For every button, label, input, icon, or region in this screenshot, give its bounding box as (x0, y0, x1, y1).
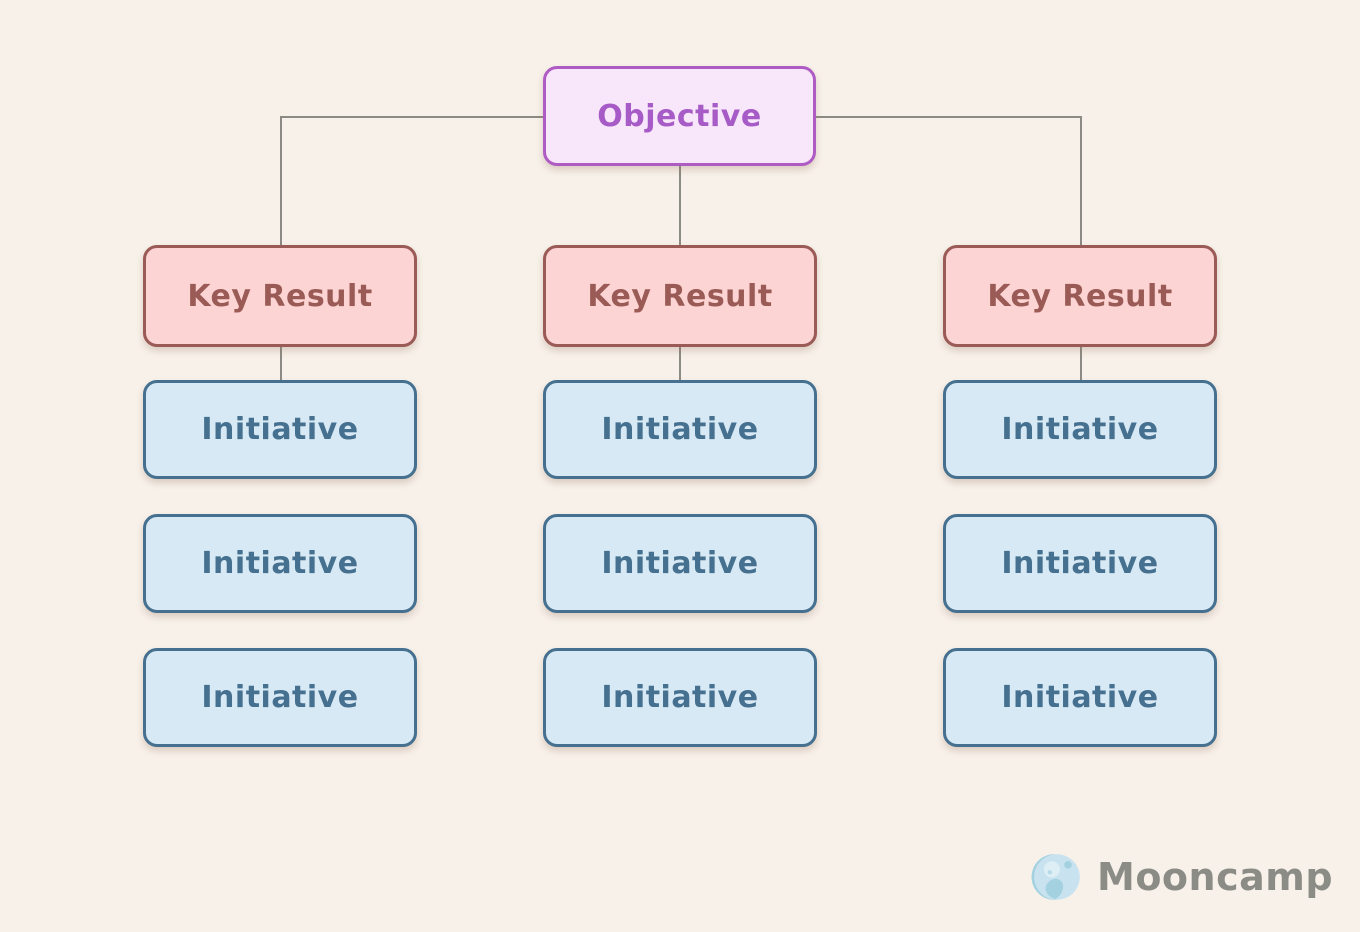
connector-objective-to-middle-kr-vertical (679, 166, 681, 245)
connector-middle-kr-to-initiative (679, 347, 681, 380)
initiative-box: Initiative (943, 648, 1217, 747)
connector-objective-to-left-kr-vertical (280, 116, 282, 245)
key-result-box: Key Result (543, 245, 817, 347)
initiative-label: Initiative (601, 680, 759, 715)
initiative-label: Initiative (601, 546, 759, 581)
initiative-label: Initiative (201, 412, 359, 447)
moon-icon (1030, 850, 1084, 904)
initiative-label: Initiative (1001, 680, 1159, 715)
initiative-box: Initiative (143, 380, 417, 479)
connector-objective-to-right-kr-vertical (1080, 116, 1082, 245)
initiative-label: Initiative (1001, 546, 1159, 581)
key-result-box: Key Result (943, 245, 1217, 347)
initiative-label: Initiative (601, 412, 759, 447)
key-result-label: Key Result (587, 278, 773, 314)
initiative-label: Initiative (201, 546, 359, 581)
initiative-box: Initiative (143, 514, 417, 613)
connector-objective-to-right-kr-horizontal (816, 116, 1082, 118)
initiative-box: Initiative (543, 380, 817, 479)
key-result-box: Key Result (143, 245, 417, 347)
connector-right-kr-to-initiative (1080, 347, 1082, 380)
initiative-box: Initiative (543, 514, 817, 613)
initiative-label: Initiative (1001, 412, 1159, 447)
key-result-label: Key Result (187, 278, 373, 314)
initiative-box: Initiative (543, 648, 817, 747)
mooncamp-logo: Mooncamp (1030, 850, 1333, 904)
objective-box: Objective (543, 66, 816, 166)
connector-objective-to-left-kr-horizontal (280, 116, 543, 118)
connector-left-kr-to-initiative (280, 347, 282, 380)
initiative-box: Initiative (943, 514, 1217, 613)
initiative-box: Initiative (943, 380, 1217, 479)
key-result-label: Key Result (987, 278, 1173, 314)
initiative-box: Initiative (143, 648, 417, 747)
initiative-label: Initiative (201, 680, 359, 715)
mooncamp-logo-text: Mooncamp (1097, 855, 1334, 899)
objective-label: Objective (597, 98, 762, 134)
